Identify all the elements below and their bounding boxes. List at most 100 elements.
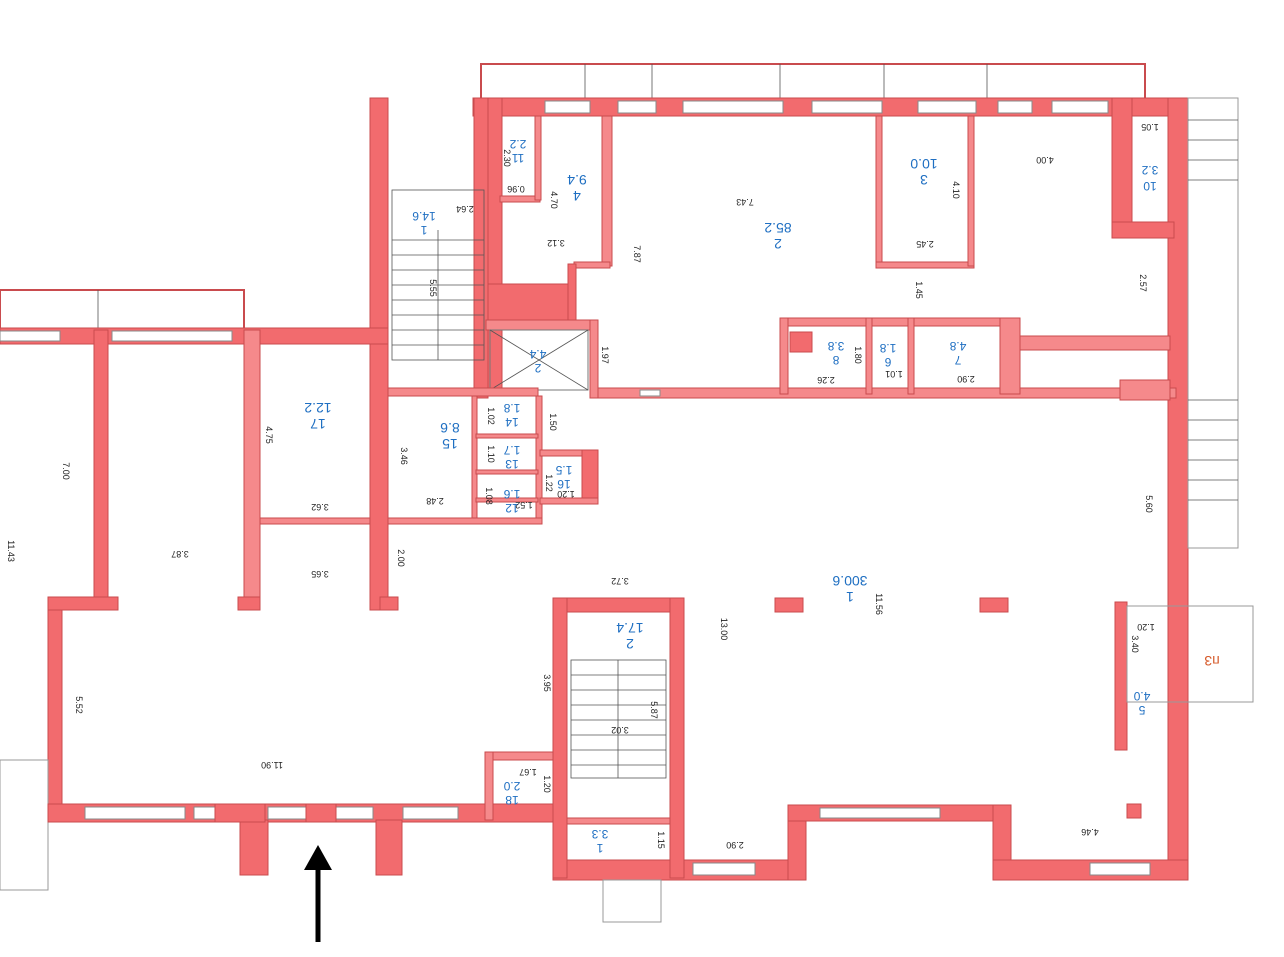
svg-text:12: 12 — [505, 501, 519, 515]
svg-text:1.8: 1.8 — [879, 341, 896, 355]
stair-label-2a: 2 4.4 — [529, 347, 546, 375]
stair-label-2b: 2 17.4 — [616, 620, 643, 652]
svg-text:1.22: 1.22 — [544, 474, 554, 492]
svg-text:2.0: 2.0 — [503, 779, 520, 793]
svg-text:1: 1 — [846, 589, 854, 605]
svg-text:3: 3 — [920, 172, 928, 188]
svg-text:1.05: 1.05 — [1141, 122, 1159, 132]
svg-text:2.48: 2.48 — [426, 496, 444, 506]
room-label-7: 7 4.8 — [949, 339, 966, 367]
svg-text:3.95: 3.95 — [542, 674, 552, 692]
svg-text:3.3: 3.3 — [591, 827, 608, 841]
svg-text:2.90: 2.90 — [726, 840, 744, 850]
svg-text:11: 11 — [511, 151, 524, 165]
svg-text:1: 1 — [420, 223, 427, 237]
room-label-4: 4 9.4 — [567, 172, 587, 204]
svg-text:5.87: 5.87 — [649, 701, 659, 719]
svg-text:1.10: 1.10 — [486, 445, 496, 463]
svg-text:4: 4 — [573, 188, 581, 204]
svg-text:3.87: 3.87 — [171, 549, 189, 559]
svg-text:1.01: 1.01 — [885, 369, 903, 379]
svg-text:2.64: 2.64 — [456, 204, 474, 214]
room-label-8: 8 3.8 — [827, 339, 844, 367]
svg-text:3.2: 3.2 — [1141, 163, 1158, 177]
svg-text:3.46: 3.46 — [399, 447, 409, 465]
svg-text:1.67: 1.67 — [519, 767, 537, 777]
svg-text:11.56: 11.56 — [874, 593, 884, 615]
svg-text:2: 2 — [626, 636, 634, 652]
svg-text:1.08: 1.08 — [484, 487, 494, 505]
stair-treads — [391, 119, 1238, 779]
stair-label-1b: 1 3.3 — [591, 827, 608, 855]
svg-text:7.00: 7.00 — [61, 462, 71, 480]
room-label-12: 12 1.6 — [503, 487, 520, 515]
room-labels: 1 300.6 2 85.2 3 10.0 4 9.4 5 4.0 6 1.8 … — [304, 137, 1220, 855]
svg-text:9.4: 9.4 — [567, 172, 587, 188]
svg-text:5.60: 5.60 — [1144, 495, 1154, 513]
svg-text:11.90: 11.90 — [261, 760, 283, 770]
svg-text:4.10: 4.10 — [951, 181, 961, 199]
room-label-1: 1 300.6 — [832, 573, 867, 605]
dimension-labels: 1.05 4.00 4.10 2.45 1.45 7.43 7.87 3.12 … — [6, 122, 1159, 850]
svg-text:3.40: 3.40 — [1130, 635, 1140, 653]
stair-label-1: 1 14.6 — [412, 209, 436, 237]
svg-text:7.43: 7.43 — [736, 197, 754, 207]
svg-text:11.43: 11.43 — [6, 540, 16, 562]
svg-text:1: 1 — [596, 841, 603, 855]
svg-text:5: 5 — [1138, 703, 1145, 717]
svg-text:2: 2 — [774, 236, 782, 252]
svg-text:1.20: 1.20 — [1137, 622, 1155, 632]
svg-text:2: 2 — [534, 361, 541, 375]
room-label-3: 3 10.0 — [910, 156, 937, 188]
svg-text:4.8: 4.8 — [949, 339, 966, 353]
svg-text:13: 13 — [505, 457, 519, 471]
room-label-15: 15 8.6 — [440, 420, 460, 452]
svg-text:1.5: 1.5 — [555, 463, 572, 477]
svg-text:0.96: 0.96 — [507, 184, 525, 194]
svg-text:16: 16 — [557, 477, 571, 491]
svg-text:1.20: 1.20 — [542, 775, 552, 793]
svg-text:4.4: 4.4 — [529, 347, 546, 361]
room-label-14: 14 1.8 — [503, 401, 520, 429]
svg-text:3.02: 3.02 — [611, 725, 629, 735]
svg-text:4.46: 4.46 — [1081, 827, 1099, 837]
svg-text:13.00: 13.00 — [719, 618, 729, 641]
interior-walls — [47, 97, 1254, 879]
marker-label: п3 — [1204, 653, 1220, 669]
room-label-17: 17 12.2 — [304, 400, 331, 432]
svg-text:85.2: 85.2 — [764, 220, 791, 236]
svg-text:2.45: 2.45 — [916, 239, 934, 249]
svg-text:3.72: 3.72 — [611, 576, 629, 586]
svg-text:17: 17 — [310, 416, 326, 432]
exterior-walls — [0, 63, 1239, 923]
svg-text:7.87: 7.87 — [632, 245, 642, 263]
svg-text:4.0: 4.0 — [1133, 689, 1150, 703]
svg-text:5.55: 5.55 — [428, 279, 438, 297]
svg-text:7: 7 — [954, 353, 961, 367]
svg-text:8: 8 — [832, 353, 839, 367]
svg-text:14.6: 14.6 — [412, 209, 436, 223]
svg-text:1.20: 1.20 — [557, 489, 575, 499]
svg-text:1.6: 1.6 — [503, 487, 520, 501]
svg-text:3.8: 3.8 — [827, 339, 844, 353]
room-label-13: 13 1.7 — [503, 443, 520, 471]
room-label-16: 16 1.5 — [555, 463, 572, 491]
svg-text:1.02: 1.02 — [486, 407, 496, 425]
svg-text:2.90: 2.90 — [957, 374, 975, 384]
svg-text:2.00: 2.00 — [396, 549, 406, 567]
svg-text:1.45: 1.45 — [914, 281, 924, 299]
svg-text:4.70: 4.70 — [549, 191, 559, 209]
svg-text:18: 18 — [505, 793, 519, 807]
svg-text:1.80: 1.80 — [853, 346, 863, 364]
svg-text:3.12: 3.12 — [547, 238, 565, 248]
svg-text:2.26: 2.26 — [817, 375, 835, 385]
svg-text:1.15: 1.15 — [656, 831, 666, 849]
svg-text:1.7: 1.7 — [503, 443, 520, 457]
room-label-11: 11 2.2 — [509, 137, 526, 165]
svg-text:1.50: 1.50 — [548, 413, 558, 431]
svg-text:10: 10 — [1143, 179, 1157, 193]
svg-text:12.2: 12.2 — [304, 400, 331, 416]
svg-text:4.75: 4.75 — [264, 426, 274, 444]
svg-text:3.65: 3.65 — [311, 569, 329, 579]
